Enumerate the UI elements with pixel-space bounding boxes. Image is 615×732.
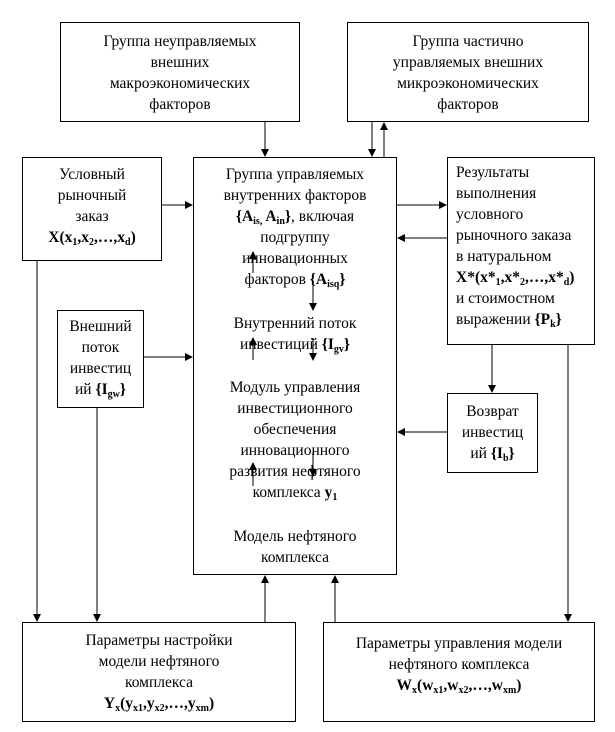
- control-line-1: Параметры управления модели: [355, 635, 563, 652]
- micro-line-1: Группа частично: [412, 33, 524, 50]
- model-line-2: комплекса: [260, 549, 329, 566]
- internal-line-2: внутренних факторов: [223, 187, 367, 204]
- control-formula: Wx(wx1,wx2,…,wxm): [396, 677, 522, 696]
- module-line-3: обеспечения: [253, 421, 337, 438]
- results-formula: X*(x*1,x*2,…,x*d): [456, 269, 575, 288]
- return-line-1: Возврат: [466, 403, 519, 420]
- module-text: Модуль управления инвестиционного обеспе…: [193, 377, 397, 503]
- internal-line-4: подгруппу: [260, 229, 330, 246]
- results-line-7: и стоимостном: [456, 290, 555, 307]
- module-line-4: инновационного: [240, 442, 350, 459]
- results-line-5: в натуральном: [456, 248, 552, 265]
- module-line-2: инвестиционного: [237, 400, 353, 417]
- return-investment-box: [447, 393, 538, 473]
- model-line-1: Модель нефтяного: [233, 528, 357, 545]
- external-line-3: инвестиц: [69, 360, 132, 377]
- internal-flow-line-1: Внутренний поток: [233, 315, 357, 332]
- tuning-params-box: [22, 622, 296, 722]
- internal-line-5: инновационных: [242, 250, 348, 267]
- tuning-line-1: Параметры настройки: [85, 632, 233, 649]
- internal-line-3: {Ais, Ain}, включая: [235, 208, 355, 227]
- macro-line-1: Группа неуправляемых: [103, 33, 257, 50]
- macro-line-4: факторов: [149, 96, 211, 113]
- order-line-3: заказ: [75, 208, 109, 225]
- market-order-box: [22, 157, 162, 261]
- tuning-line-2: модели нефтяного: [98, 653, 220, 670]
- external-flow-text: Внешний поток инвестиц ий {Igw}: [57, 316, 144, 400]
- results-box: [447, 157, 595, 345]
- external-flow-box: [57, 310, 144, 408]
- tuning-params-text: Параметры настройки модели нефтяного ком…: [22, 630, 296, 714]
- external-line-2: поток: [81, 339, 120, 356]
- macro-line-2: внешних: [150, 54, 210, 71]
- internal-line-1: Группа управляемых: [225, 166, 365, 183]
- tuning-line-3: комплекса: [124, 674, 193, 691]
- control-params-box: [323, 622, 595, 722]
- micro-line-2: управляемых внешних: [392, 54, 544, 71]
- results-line-3: условного: [456, 206, 524, 223]
- macro-factors-text: Группа неуправляемых внешних макроэконом…: [60, 31, 300, 115]
- results-line-2: выполнения: [456, 185, 537, 202]
- results-line-4: рыночного заказа: [456, 227, 572, 244]
- micro-line-4: факторов: [437, 96, 499, 113]
- micro-line-3: микроэкономических: [397, 75, 539, 92]
- external-line-4: ий {Igw}: [75, 381, 126, 400]
- macro-line-3: макроэкономических: [109, 75, 251, 92]
- internal-factors-text: Группа управляемых внутренних факторов {…: [193, 164, 397, 290]
- order-formula: X(x1,x2,…,xd): [48, 229, 136, 248]
- internal-line-6: факторов {Aisq}: [244, 271, 346, 290]
- return-line-3: ий {Ib}: [470, 445, 515, 464]
- market-order-text: Условный рыночный заказ X(x1,x2,…,xd): [22, 164, 162, 248]
- module-line-1: Модуль управления: [229, 379, 361, 396]
- results-line-8: выражении {Pk}: [456, 311, 562, 330]
- module-line-6: комплекса y1: [252, 484, 338, 503]
- tuning-formula: Yx(yx1,yx2,…,yxm): [103, 695, 215, 714]
- control-line-2: нефтяного комплекса: [388, 656, 530, 673]
- return-text: Возврат инвестиц ий {Ib}: [447, 401, 538, 464]
- micro-factors-box: [347, 22, 589, 122]
- model-text: Модель нефтяного комплекса: [193, 526, 397, 568]
- macro-factors-box: [60, 22, 300, 122]
- results-text: Результаты выполнения условного рыночног…: [447, 162, 595, 330]
- module-line-5: развития нефтяного: [229, 463, 361, 480]
- internal-flow-line-2: инвестиций {Igv}: [239, 336, 351, 355]
- control-params-text: Параметры управления модели нефтяного ко…: [323, 633, 595, 696]
- order-line-2: рыночный: [57, 187, 127, 204]
- internal-flow-text: Внутренний поток инвестиций {Igv}: [193, 313, 397, 355]
- results-line-1: Результаты: [456, 164, 530, 181]
- internal-factors-box: [193, 157, 397, 575]
- order-line-1: Условный: [59, 166, 125, 183]
- external-line-1: Внешний: [69, 318, 132, 335]
- return-line-2: инвестиц: [461, 424, 524, 441]
- micro-factors-text: Группа частично управляемых внешних микр…: [347, 31, 589, 115]
